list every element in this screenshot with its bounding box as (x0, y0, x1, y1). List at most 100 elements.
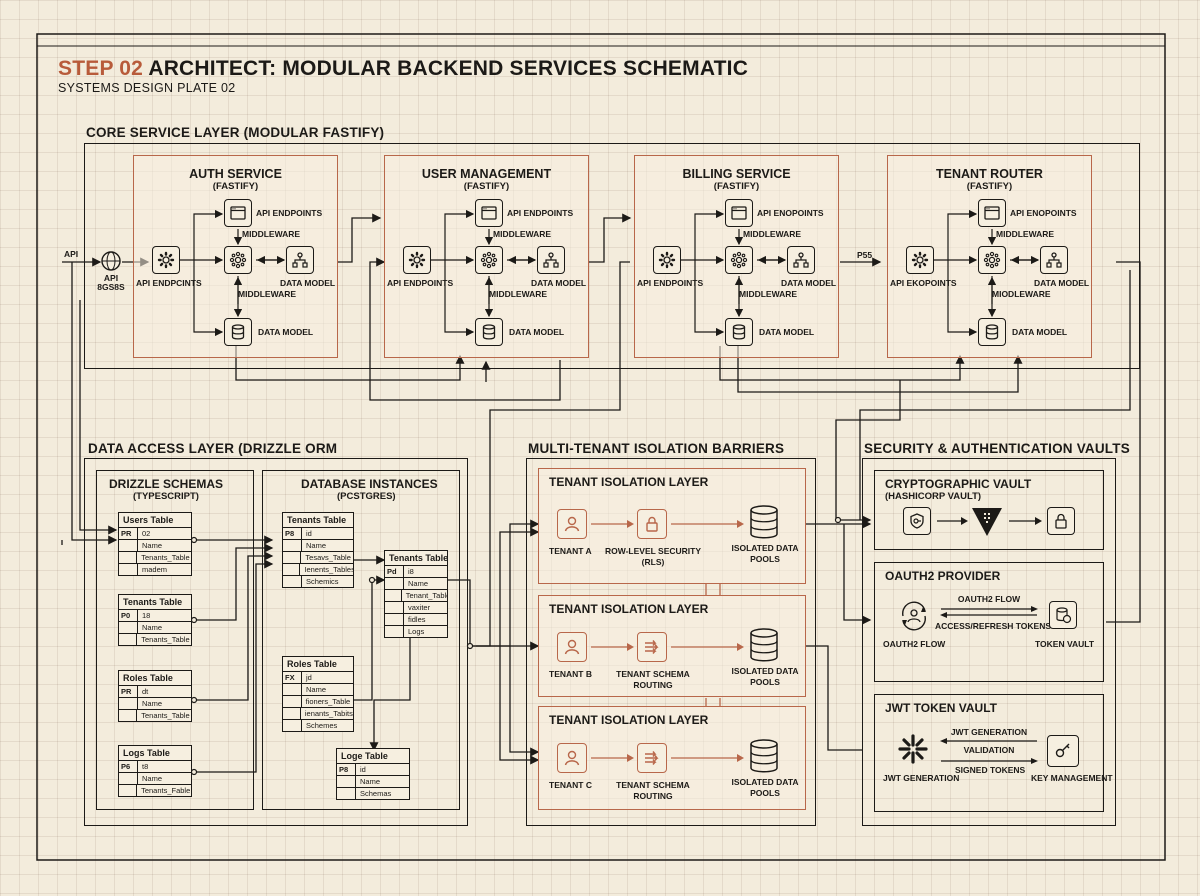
core-layer-label: CORE SERVICE LAYER (MODULAR FASTIFY) (86, 125, 385, 140)
key-cell: P6 (119, 761, 138, 772)
database-icon (224, 318, 252, 346)
isolated-data-pool-icon (750, 628, 778, 662)
service-module: AUTH SERVICE (FASTIFY) API ENDPOINTS MID… (133, 155, 338, 358)
jwt-title: JWT TOKEN VAULT (885, 701, 997, 715)
table-row: Name (385, 578, 447, 590)
table-row: Tenants_Table (119, 552, 191, 564)
key-cell (119, 785, 138, 796)
middleware-hub-icon (224, 246, 252, 274)
drizzle-schemas-panel: DRIZZLE SCHEMAS (TYPESCRIPT) (96, 470, 254, 810)
endpoints-left-label: API ENDPOINTS (387, 278, 454, 288)
tenant-user-icon (557, 743, 587, 773)
key-cell: FX (283, 672, 302, 683)
table-name: Roles Table (119, 671, 191, 686)
table-row: Schemes (283, 720, 353, 731)
service-title: USER MANAGEMENT (421, 167, 552, 181)
table-row: Name (119, 698, 191, 710)
endpoints-top-label: API ENDPOINTS (256, 208, 323, 218)
shield-key-icon (903, 507, 931, 535)
database-icon (475, 318, 503, 346)
crypto-title: CRYPTOGRAPHIC VAULT (885, 477, 1032, 491)
core-layer-frame (84, 143, 1140, 369)
field-cell: Tenants_Table (141, 635, 190, 644)
tenant-label: TENANT A (549, 546, 592, 556)
field-cell: vaxiter (408, 603, 431, 612)
table-row: Name (119, 773, 191, 785)
field-cell: Name (306, 541, 327, 550)
oauth2-provider-panel: OAUTH2 PROVIDER OAUTH2 FLOW OAUTH2 FLOW … (874, 562, 1104, 682)
tenant-user-icon (557, 509, 587, 539)
table-row: fioners_Table (283, 696, 353, 708)
tenant-isolation-layer: TENANT ISOLATION LAYER TENANT A ROW-LEVE… (538, 468, 806, 584)
field-cell: Schemas (360, 789, 392, 798)
table-name: Logs Table (119, 746, 191, 761)
title-text: ARCHITECT: MODULAR BACKEND SERVICES SCHE… (148, 57, 749, 80)
oauth2-right-label: TOKEN VAULT (1035, 639, 1095, 649)
step-number: STEP 02 (58, 57, 144, 80)
field-cell: Name (142, 774, 163, 783)
tenant-flow-arrow (591, 643, 634, 651)
field-cell: Name (142, 699, 163, 708)
tenant-isolation-layer: TENANT ISOLATION LAYER TENANT C TENANT S… (538, 706, 806, 810)
service-subtitle: (FASTIFY) (212, 181, 259, 192)
isolation-layer-title: TENANT ISOLATION LAYER (549, 713, 709, 727)
key-cell (385, 626, 404, 637)
field-cell: Tenants_Fable (141, 786, 191, 795)
field-cell: fioners_Table (305, 697, 351, 706)
data-model-tree-icon (1040, 246, 1068, 274)
page-subtitle: SYSTEMS DESIGN PLATE 02 (58, 81, 236, 95)
key-cell: PR (119, 528, 138, 539)
page-title: STEP 02 ARCHITECT: MODULAR BACKEND SERVI… (58, 57, 748, 81)
api-input-label: API (64, 249, 79, 259)
endpoints-top-label: API ENDPOINTS (507, 208, 574, 218)
security-layer-label: SECURITY & AUTHENTICATION VAULTS (864, 441, 1130, 456)
service-subtitle: (FASTIFY) (713, 181, 760, 192)
tenant-isolation-layer: TENANT ISOLATION LAYER TENANT B TENANT S… (538, 595, 806, 697)
schemas-title: DRIZZLE SCHEMAS (109, 477, 223, 491)
table-row: Ienents_Tables (283, 564, 353, 576)
key-cell: P0 (119, 610, 138, 621)
key-cell: P8 (337, 764, 356, 775)
middleware-hub-icon (725, 246, 753, 274)
field-cell: madem (142, 565, 168, 574)
isolated-pool-label: ISOLATED DATA POOLS (731, 543, 799, 564)
middleware-top-label: MIDDLEWARE (242, 229, 301, 239)
api-gateway-label-2: 8GS8S (97, 282, 125, 292)
data-model-bottom-label: DATA MODEL (1012, 327, 1068, 337)
rls-lock-icon (637, 509, 667, 539)
pool-flow-arrow (671, 643, 744, 651)
data-model-bottom-label: DATA MODEL (509, 327, 565, 337)
jwt-right-label: KEY MANAGEMENT (1031, 773, 1113, 783)
gear-icon (653, 246, 681, 274)
oauth2-flow-label: OAUTH2 FLOW (957, 594, 1021, 604)
key-cell (283, 552, 302, 563)
tenant-flow-arrow (591, 754, 634, 762)
isolation-mechanism-label: TENANT SCHEMA ROUTING (616, 780, 690, 801)
tenant-user-icon (557, 632, 587, 662)
table-row: Tenant_Table (385, 590, 447, 602)
middleware-bottom-label: MIDDLEWARE (739, 289, 798, 299)
lock-icon (1047, 507, 1075, 535)
table-row: Name (283, 684, 353, 696)
table-row: Tenants_Table (119, 634, 191, 645)
service-title: AUTH SERVICE (189, 167, 282, 181)
isolated-pool-label: ISOLATED DATA POOLS (731, 777, 799, 798)
table-name: Users Table (119, 513, 191, 528)
oauth2-title: OAUTH2 PROVIDER (885, 569, 1001, 583)
key-cell (119, 622, 138, 633)
table-row: Name (337, 776, 409, 788)
endpoints-top-label: API ENOPOINTS (1010, 208, 1077, 218)
schema-routing-icon (637, 632, 667, 662)
key-icon (1047, 735, 1079, 767)
data-model-tree-icon (286, 246, 314, 274)
field-cell: Ienents_Tables (304, 565, 353, 574)
field-cell: fidles (408, 615, 426, 624)
data-layer-label: DATA ACCESS LAYER (DRIZZLE ORM (88, 441, 338, 456)
